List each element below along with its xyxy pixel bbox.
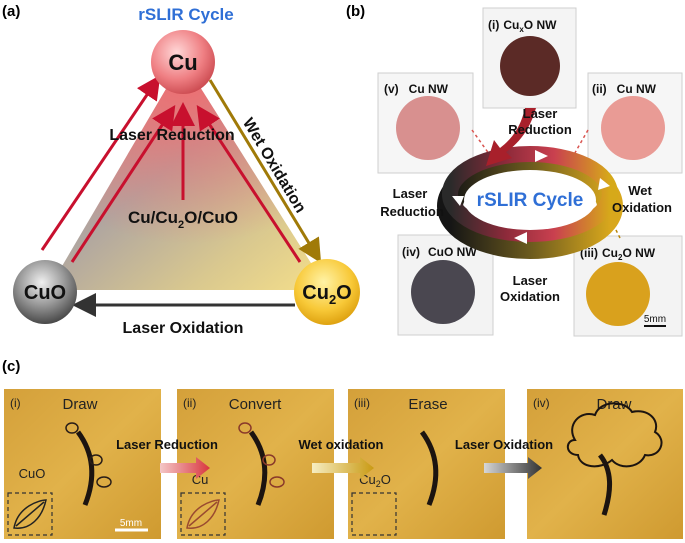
- tree-trunk-iv: [597, 453, 613, 516]
- node-cuo: [13, 260, 77, 324]
- panel-a-title: rSLIR Cycle: [138, 5, 233, 24]
- frame-iv: (iv) Draw: [527, 389, 683, 539]
- b-laser-reduction-top-1: Laser: [523, 106, 558, 121]
- b-laser-oxidation-2: Oxidation: [500, 289, 560, 304]
- inset-box-i: [7, 492, 53, 536]
- b-laser-reduction-left-1: Laser: [393, 186, 428, 201]
- inset-leaf-ii: [186, 499, 220, 529]
- photo-iii-label: (iii)Cu2O NW: [580, 246, 656, 262]
- photo-iv-label: (iv)CuO NW: [402, 245, 477, 259]
- tree-canopy-iv: [566, 402, 663, 468]
- leaf-ii-2: [262, 454, 276, 466]
- arrow-laser-reduction-label: Laser Reduction: [116, 437, 218, 452]
- photo-i: (i)CuxO NW: [482, 7, 577, 109]
- arrow-cuo-to-cu-inner: [70, 104, 176, 263]
- arrow-wet-oxidation-label: Wet oxidation: [299, 437, 384, 452]
- arrow-laser-oxidation-label: Laser Oxidation: [455, 437, 553, 452]
- inset-label-ii: Cu: [192, 472, 209, 487]
- leaf-ii-3: [269, 476, 285, 488]
- node-cu2o-label: Cu2O: [302, 282, 351, 307]
- arrow-cu2o-to-cu: [196, 104, 302, 263]
- photo-v-label: (v)Cu NW: [384, 82, 449, 96]
- ring-arrow-top: [535, 150, 548, 162]
- b-wet-oxidation-1: Wet: [628, 183, 652, 198]
- triangle-glow: [48, 60, 328, 290]
- scale-bar-b-label: 5mm: [644, 314, 666, 325]
- edge-laser-oxidation-label: Laser Oxidation: [123, 320, 244, 337]
- tree-trunk-ii: [248, 430, 268, 506]
- leaf-i-3: [96, 476, 112, 488]
- node-cu: [151, 30, 215, 94]
- ring-arrow-bottom: [514, 232, 527, 244]
- inset-leaf-i: [13, 499, 47, 529]
- panel-b-tag: (b): [346, 3, 365, 20]
- leaf-i-1: [65, 422, 79, 434]
- tree-trunk-i: [75, 430, 95, 506]
- scale-bar-c-label: 5mm: [120, 518, 142, 529]
- frame-iii: (iii) Erase Cu2O: [348, 389, 505, 539]
- panel-c-tag: (c): [2, 358, 20, 375]
- frame-i-num: (i): [10, 396, 21, 410]
- photo-i-label: (i)CuxO NW: [488, 18, 557, 34]
- inset-box-ii: [180, 492, 226, 536]
- node-cuo-label: CuO: [24, 282, 66, 304]
- arrow-cu-to-cu2o: [208, 79, 322, 264]
- photo-iii: (iii)Cu2O NW 5mm: [573, 235, 683, 337]
- frame-ii-num: (ii): [183, 396, 196, 410]
- inset-label-i: CuO: [19, 466, 46, 481]
- arrow-laser-oxidation: [484, 457, 542, 479]
- frame-i: (i) Draw CuO 5mm: [4, 389, 161, 539]
- leaf-ii-1: [238, 422, 252, 434]
- photo-ii: (ii)Cu NW: [587, 72, 683, 174]
- ring-arrow-left: [452, 196, 464, 206]
- b-laser-reduction-top-2: Reduction: [508, 122, 572, 137]
- arrow-laser-reduction: [160, 457, 210, 479]
- b-laser-oxidation-1: Laser: [513, 273, 548, 288]
- photo-iv: (iv)CuO NW: [397, 234, 494, 336]
- arrow-cuo-to-cu-outer: [40, 75, 161, 251]
- frame-iii-title: Erase: [408, 396, 447, 413]
- node-cu2o: [294, 259, 360, 325]
- b-laser-reduction-left-2: Reduction: [380, 204, 444, 219]
- frame-iii-num: (iii): [354, 396, 370, 410]
- arrow-from-i: [486, 108, 536, 166]
- photo-ii-label: (ii)Cu NW: [592, 82, 657, 96]
- leaf-i-2: [89, 454, 103, 466]
- frame-i-title: Draw: [62, 396, 97, 413]
- ring-arrow-right: [598, 178, 610, 190]
- node-cu-label: Cu: [168, 50, 197, 75]
- tree-trunk-iii: [419, 430, 439, 506]
- frame-ii-title: Convert: [229, 396, 282, 413]
- frame-iv-title: Draw: [596, 396, 631, 413]
- photo-v: (v)Cu NW: [377, 72, 474, 174]
- rslir-ring: [437, 146, 623, 259]
- center-mix-label: Cu/Cu2O/CuO: [128, 208, 238, 231]
- inset-box-iii: [351, 492, 397, 536]
- b-wet-oxidation-2: Oxidation: [612, 200, 672, 215]
- edge-laser-reduction-label: Laser Reduction: [109, 127, 234, 144]
- ring-label: rSLIR Cycle: [477, 190, 584, 211]
- panel-a-tag: (a): [2, 3, 20, 20]
- frame-iv-num: (iv): [533, 396, 550, 410]
- arrow-wet-oxidation: [312, 457, 374, 479]
